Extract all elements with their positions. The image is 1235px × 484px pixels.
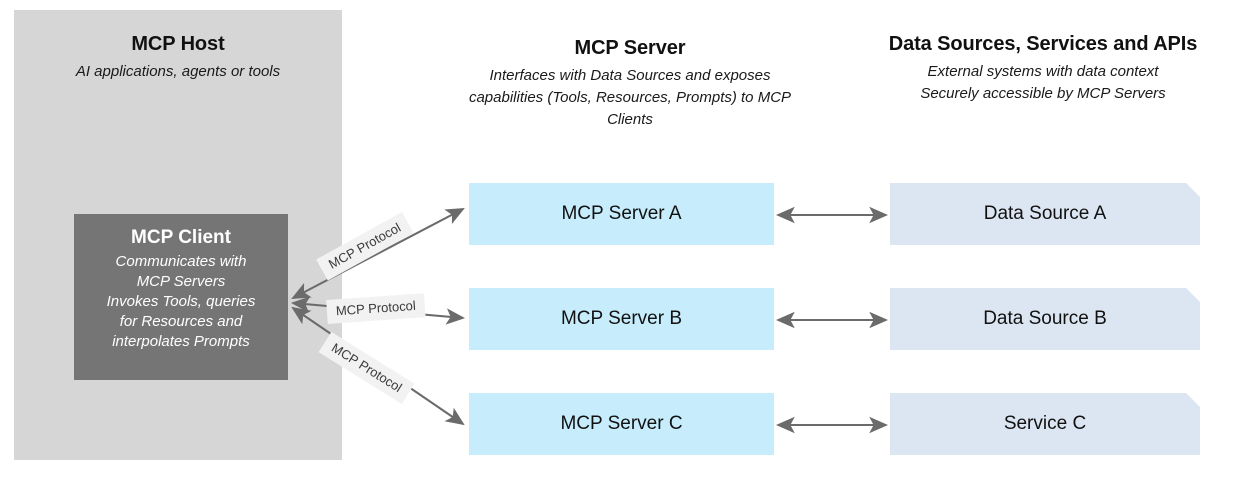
data-sources-subtitle-line2: Securely accessible by MCP Servers bbox=[920, 84, 1166, 102]
mcp-client-title: MCP Client bbox=[131, 227, 231, 248]
mcp-server-c-box[interactable]: MCP Server C bbox=[469, 393, 774, 455]
data-sources-heading: Data Sources, Services and APIs External… bbox=[852, 32, 1234, 105]
mcp-server-subtitle: Interfaces with Data Sources and exposes… bbox=[468, 67, 792, 128]
mcp-server-title: MCP Server bbox=[574, 37, 686, 59]
mcp-host-subtitle: AI applications, agents or tools bbox=[75, 63, 281, 80]
mcp-server-a-box[interactable]: MCP Server A bbox=[469, 183, 774, 245]
mcp-client-desc-line1: Communicates with bbox=[115, 252, 247, 270]
mcp-client-desc-line5: interpolates Prompts bbox=[112, 332, 250, 350]
service-c-box[interactable]: Service C bbox=[890, 393, 1200, 455]
mcp-server-heading: MCP Server Interfaces with Data Sources … bbox=[452, 36, 808, 130]
mcp-client-desc-line4: for Resources and bbox=[119, 312, 243, 330]
mcp-client-desc-line2: MCP Servers bbox=[136, 272, 226, 290]
mcp-host-heading: MCP Host AI applications, agents or tool… bbox=[14, 32, 342, 83]
data-sources-subtitle-line1: External systems with data context bbox=[927, 63, 1159, 80]
data-source-a-box[interactable]: Data Source A bbox=[890, 183, 1200, 245]
data-sources-subtitle: External systems with data context Secur… bbox=[852, 61, 1234, 105]
data-source-b-box[interactable]: Data Source B bbox=[890, 288, 1200, 350]
mcp-client-desc-line3: Invokes Tools, queries bbox=[106, 292, 256, 310]
mcp-host-title: MCP Host bbox=[131, 33, 225, 55]
data-sources-title: Data Sources, Services and APIs bbox=[888, 33, 1198, 55]
mcp-client-description: Communicates with MCP Servers Invokes To… bbox=[74, 252, 288, 352]
mcp-client-box[interactable]: MCP Client Communicates with MCP Servers… bbox=[74, 214, 288, 380]
mcp-server-b-box[interactable]: MCP Server B bbox=[469, 288, 774, 350]
